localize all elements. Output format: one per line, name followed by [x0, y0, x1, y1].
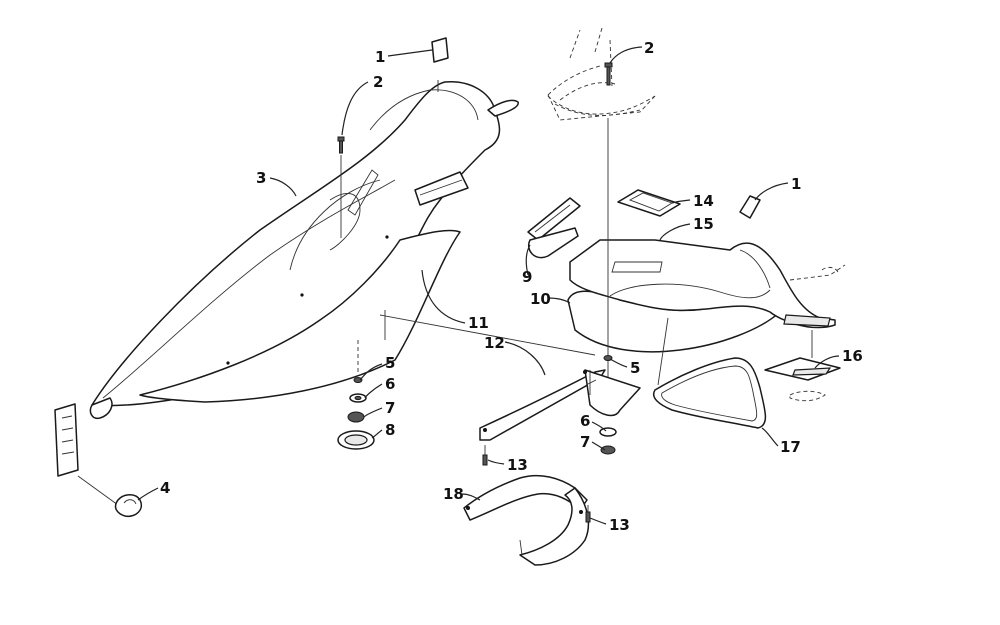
clip-part-4 [54, 403, 142, 518]
callout-13-left: 13 [507, 456, 528, 474]
pad-part-1-right [739, 195, 761, 219]
rivet-part-13 [482, 445, 591, 523]
callout-16: 16 [842, 347, 863, 365]
callout-1-right: 1 [791, 175, 801, 193]
callout-13-right: 13 [609, 516, 630, 534]
pad-part-14 [617, 189, 681, 217]
callout-1-top: 1 [375, 48, 385, 66]
callout-4: 4 [160, 479, 170, 497]
callout-15: 15 [693, 215, 714, 233]
grommet-stack-left [337, 340, 375, 450]
screw-part-2-right [604, 62, 613, 415]
callout-6-right: 6 [580, 412, 590, 430]
callout-labels: 1 2 2 1 3 14 15 9 10 11 12 5 5 6 7 8 16 … [160, 39, 863, 534]
flap-part-12 [479, 369, 641, 441]
callout-12: 12 [484, 334, 505, 352]
callout-8: 8 [385, 421, 395, 439]
callout-7-right: 7 [580, 433, 590, 451]
leader-lines [137, 46, 840, 525]
bracket-part-9 [527, 197, 581, 259]
callout-17: 17 [780, 438, 801, 456]
callout-5-left: 5 [385, 354, 395, 372]
callout-2-left: 2 [373, 73, 383, 91]
tail-pad-part-15 [567, 239, 836, 353]
callout-10: 10 [530, 290, 551, 308]
callout-14: 14 [693, 192, 714, 210]
screw-part-2-left [337, 136, 345, 238]
callout-18: 18 [443, 485, 464, 503]
callout-9: 9 [522, 268, 532, 286]
seat-body-part-3 [89, 37, 596, 420]
callout-6-left: 6 [385, 375, 395, 393]
callout-2-right: 2 [644, 39, 654, 57]
clip-part-16 [764, 264, 846, 402]
belt-part-17 [653, 317, 767, 429]
callout-5-right: 5 [630, 359, 640, 377]
callout-3: 3 [256, 169, 266, 187]
frame-phantom [547, 27, 656, 121]
callout-7-left: 7 [385, 399, 395, 417]
bracket-part-18 [463, 474, 590, 566]
callout-11: 11 [468, 314, 489, 332]
